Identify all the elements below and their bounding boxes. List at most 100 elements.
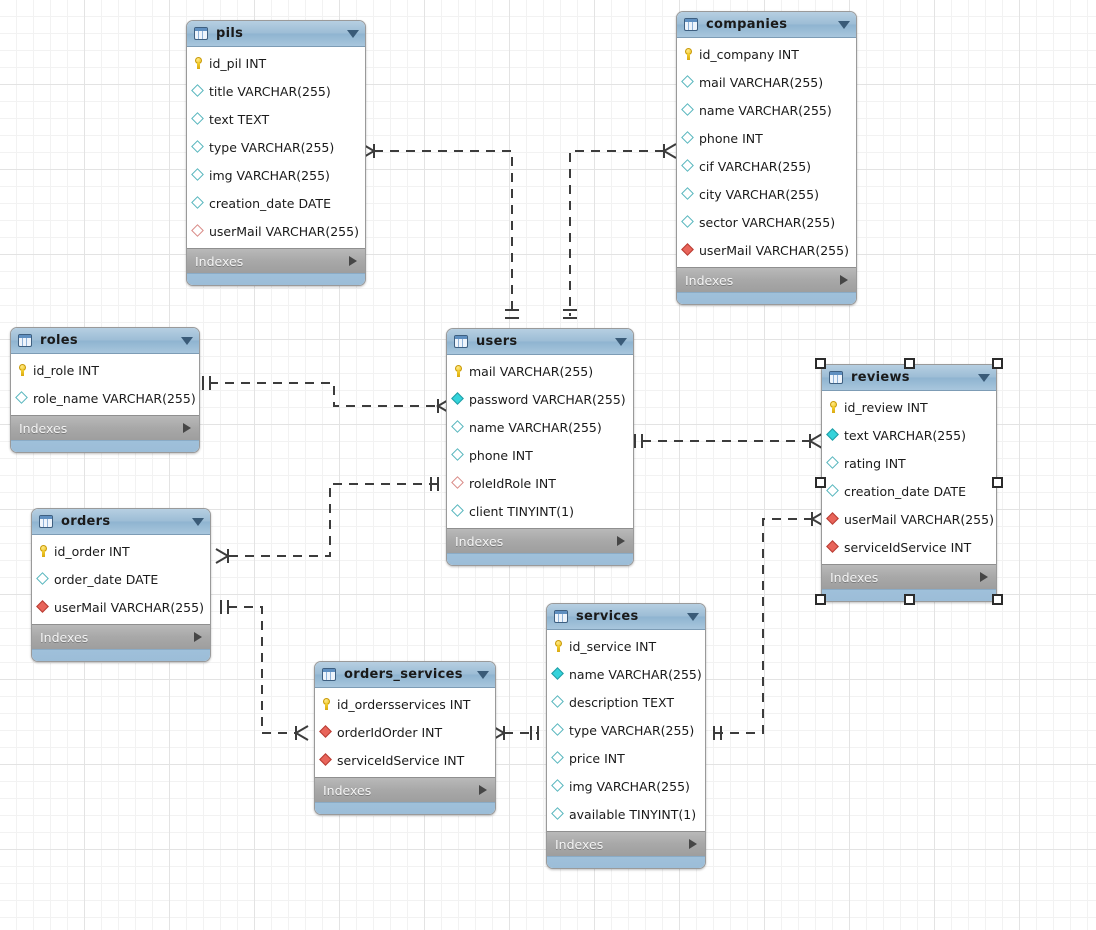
column-row[interactable]: serviceIdService INT bbox=[315, 746, 495, 774]
table-header[interactable]: orders bbox=[32, 509, 210, 535]
chevron-down-icon[interactable] bbox=[181, 336, 193, 345]
column-row[interactable]: password VARCHAR(255) bbox=[447, 385, 633, 413]
column-row[interactable]: id_service INT bbox=[547, 632, 705, 660]
chevron-right-icon[interactable] bbox=[349, 256, 357, 266]
column-row[interactable]: id_pil INT bbox=[187, 49, 365, 77]
column-row[interactable]: img VARCHAR(255) bbox=[547, 772, 705, 800]
selection-handle[interactable] bbox=[815, 476, 826, 488]
column-row[interactable]: img VARCHAR(255) bbox=[187, 161, 365, 189]
column-row[interactable]: type VARCHAR(255) bbox=[547, 716, 705, 744]
table-header[interactable]: orders_services bbox=[315, 662, 495, 688]
table-icon bbox=[684, 18, 698, 31]
selection-handle[interactable] bbox=[904, 358, 915, 369]
column-row[interactable]: role_name VARCHAR(255) bbox=[11, 384, 199, 412]
table-footer bbox=[547, 856, 705, 868]
table-header[interactable]: pils bbox=[187, 21, 365, 47]
column-row[interactable]: order_date DATE bbox=[32, 565, 210, 593]
column-row[interactable]: client TINYINT(1) bbox=[447, 497, 633, 525]
indexes-section[interactable]: Indexes bbox=[32, 624, 210, 649]
diamond-shape bbox=[551, 695, 564, 708]
column-row[interactable]: name VARCHAR(255) bbox=[677, 96, 856, 124]
diamond-shape bbox=[681, 159, 694, 172]
column-row[interactable]: userMail VARCHAR(255) bbox=[187, 217, 365, 245]
diamond-red-icon bbox=[826, 540, 839, 554]
chevron-down-icon[interactable] bbox=[838, 20, 850, 29]
column-row[interactable]: userMail VARCHAR(255) bbox=[822, 505, 996, 533]
column-row[interactable]: id_role INT bbox=[11, 356, 199, 384]
diamond-shape bbox=[826, 456, 839, 469]
table-box-users[interactable]: users mail VARCHAR(255)password VARCHAR(… bbox=[446, 328, 634, 566]
column-row[interactable]: text VARCHAR(255) bbox=[822, 421, 996, 449]
selection-handle[interactable] bbox=[815, 594, 826, 605]
column-row[interactable]: userMail VARCHAR(255) bbox=[677, 236, 856, 264]
chevron-down-icon[interactable] bbox=[477, 670, 489, 679]
selection-handle[interactable] bbox=[992, 594, 1003, 605]
column-row[interactable]: orderIdOrder INT bbox=[315, 718, 495, 746]
column-row[interactable]: description TEXT bbox=[547, 688, 705, 716]
chevron-right-icon[interactable] bbox=[980, 572, 988, 582]
column-row[interactable]: name VARCHAR(255) bbox=[447, 413, 633, 441]
indexes-section[interactable]: Indexes bbox=[547, 831, 705, 856]
column-row[interactable]: available TINYINT(1) bbox=[547, 800, 705, 828]
column-row[interactable]: mail VARCHAR(255) bbox=[447, 357, 633, 385]
indexes-section[interactable]: Indexes bbox=[11, 415, 199, 440]
table-header[interactable]: roles bbox=[11, 328, 199, 354]
column-label: type VARCHAR(255) bbox=[209, 139, 335, 155]
indexes-section[interactable]: Indexes bbox=[187, 248, 365, 273]
indexes-section[interactable]: Indexes bbox=[677, 267, 856, 292]
indexes-section[interactable]: Indexes bbox=[822, 564, 996, 589]
chevron-down-icon[interactable] bbox=[978, 373, 990, 382]
column-row[interactable]: title VARCHAR(255) bbox=[187, 77, 365, 105]
table-header[interactable]: companies bbox=[677, 12, 856, 38]
indexes-section[interactable]: Indexes bbox=[315, 777, 495, 802]
column-row[interactable]: cif VARCHAR(255) bbox=[677, 152, 856, 180]
column-row[interactable]: id_review INT bbox=[822, 393, 996, 421]
column-row[interactable]: price INT bbox=[547, 744, 705, 772]
column-row[interactable]: sector VARCHAR(255) bbox=[677, 208, 856, 236]
column-row[interactable]: userMail VARCHAR(255) bbox=[32, 593, 210, 621]
chevron-down-icon[interactable] bbox=[192, 517, 204, 526]
column-row[interactable]: type VARCHAR(255) bbox=[187, 133, 365, 161]
selection-handle[interactable] bbox=[992, 476, 1003, 488]
column-row[interactable]: city VARCHAR(255) bbox=[677, 180, 856, 208]
column-row[interactable]: id_order INT bbox=[32, 537, 210, 565]
table-header[interactable]: users bbox=[447, 329, 633, 355]
chevron-down-icon[interactable] bbox=[615, 337, 627, 346]
chevron-right-icon[interactable] bbox=[194, 632, 202, 642]
column-row[interactable]: mail VARCHAR(255) bbox=[677, 68, 856, 96]
chevron-right-icon[interactable] bbox=[617, 536, 625, 546]
column-row[interactable]: phone INT bbox=[677, 124, 856, 152]
column-row[interactable]: creation_date DATE bbox=[822, 477, 996, 505]
column-row[interactable]: phone INT bbox=[447, 441, 633, 469]
column-row[interactable]: name VARCHAR(255) bbox=[547, 660, 705, 688]
selection-handle[interactable] bbox=[904, 594, 915, 605]
column-row[interactable]: rating INT bbox=[822, 449, 996, 477]
selection-handle[interactable] bbox=[992, 358, 1003, 369]
chevron-right-icon[interactable] bbox=[479, 785, 487, 795]
diamond-shape bbox=[191, 168, 204, 181]
selection-handle[interactable] bbox=[815, 358, 826, 369]
column-row[interactable]: roleIdRole INT bbox=[447, 469, 633, 497]
column-row[interactable]: text TEXT bbox=[187, 105, 365, 133]
table-header[interactable]: services bbox=[547, 604, 705, 630]
diamond-shape bbox=[15, 391, 28, 404]
chevron-down-icon[interactable] bbox=[687, 612, 699, 621]
chevron-right-icon[interactable] bbox=[689, 839, 697, 849]
chevron-right-icon[interactable] bbox=[840, 275, 848, 285]
chevron-right-icon[interactable] bbox=[183, 423, 191, 433]
column-row[interactable]: creation_date DATE bbox=[187, 189, 365, 217]
column-row[interactable]: id_company INT bbox=[677, 40, 856, 68]
column-row[interactable]: serviceIdService INT bbox=[822, 533, 996, 561]
table-header[interactable]: reviews bbox=[822, 365, 996, 391]
chevron-down-icon[interactable] bbox=[347, 29, 359, 38]
indexes-section[interactable]: Indexes bbox=[447, 528, 633, 553]
column-row[interactable]: id_ordersservices INT bbox=[315, 690, 495, 718]
